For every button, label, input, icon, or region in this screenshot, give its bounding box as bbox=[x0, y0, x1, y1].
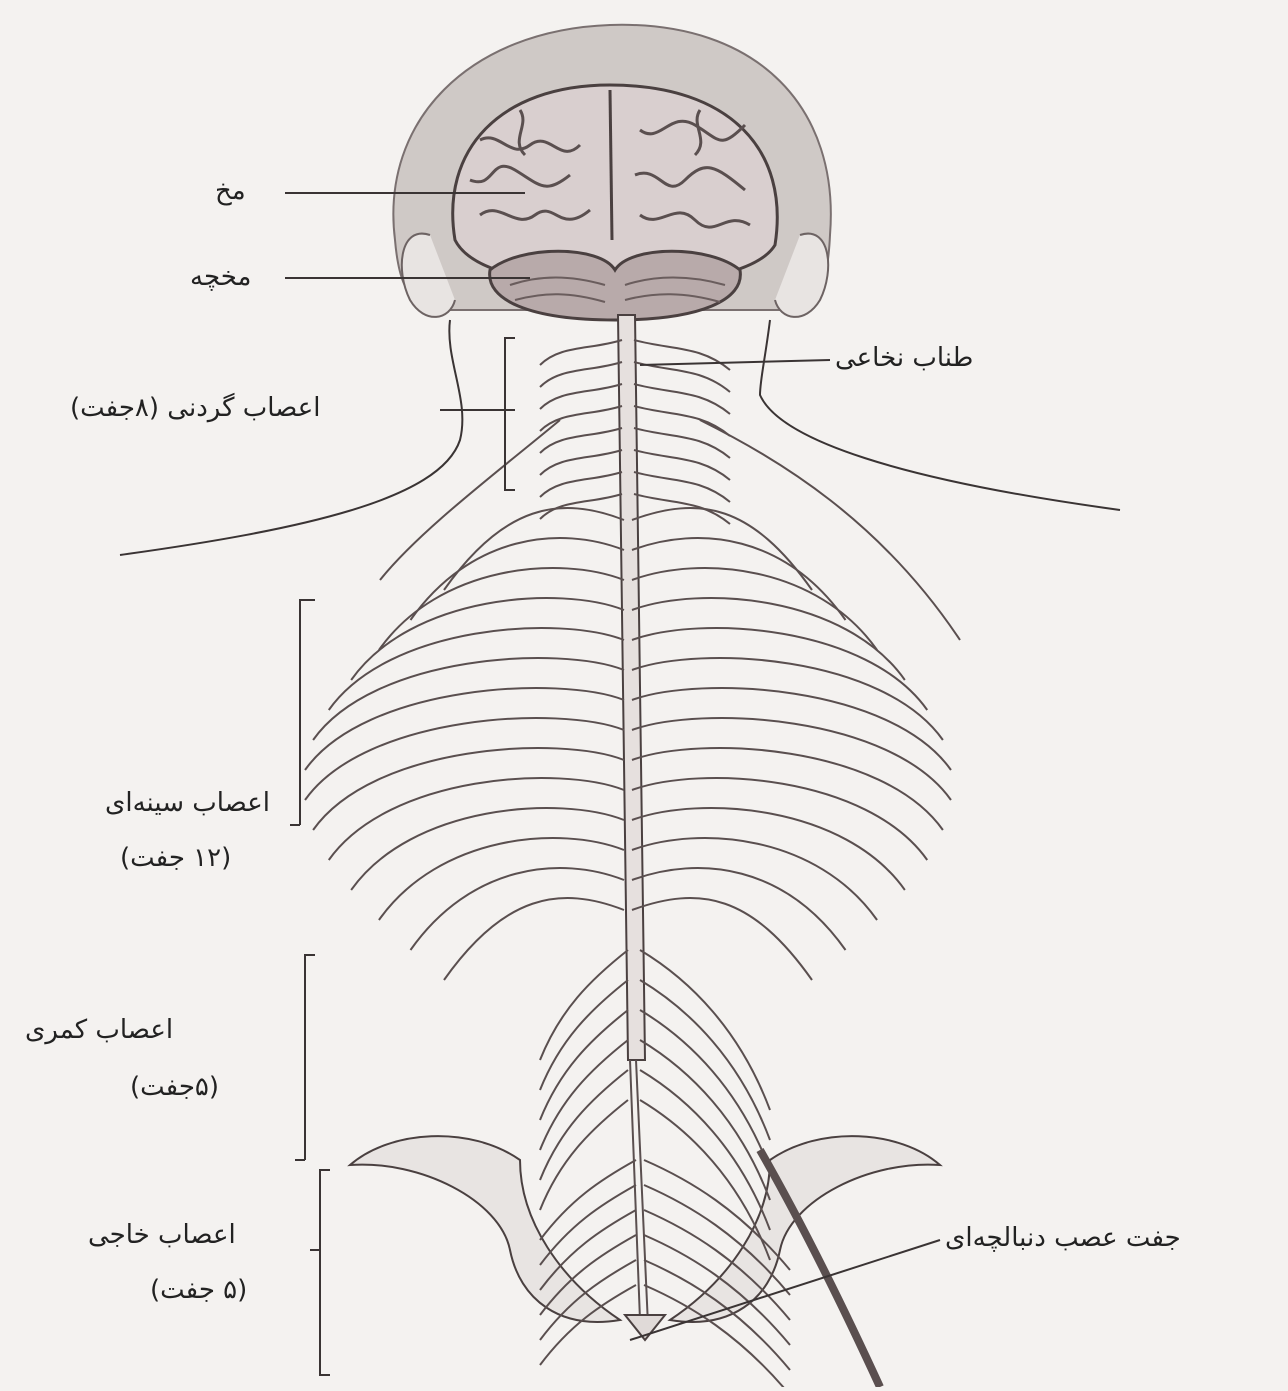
label-spinal-cord: طناب نخاعی bbox=[835, 343, 973, 374]
thoracic-nerve-left bbox=[305, 718, 624, 800]
thoracic-nerve-left bbox=[410, 538, 624, 620]
thoracic-nerve-right bbox=[632, 808, 905, 890]
brachial-nerve-left bbox=[380, 420, 560, 580]
sacral-nerve-left bbox=[540, 1160, 636, 1240]
lumbar-nerve-right bbox=[640, 950, 770, 1110]
cervical-nerve-left bbox=[540, 340, 622, 365]
thoracic-nerve-right bbox=[632, 538, 846, 620]
thoracic-nerve-right bbox=[632, 508, 812, 590]
label-cerebellum: مخچه bbox=[190, 262, 251, 293]
lumbar-nerve-left bbox=[540, 950, 628, 1060]
thoracic-nerve-right bbox=[632, 628, 927, 710]
lumbar-nerve-right bbox=[640, 1010, 770, 1170]
sacral-nerve-left bbox=[540, 1185, 636, 1265]
lumbar-nerve-right bbox=[640, 980, 770, 1140]
coccyx bbox=[625, 1315, 665, 1340]
label-cervical: اعصاب گردنی (۸جفت) bbox=[70, 393, 320, 424]
thoracic-nerve-left bbox=[305, 688, 624, 770]
lumbar-nerve-left bbox=[540, 1070, 628, 1180]
lumbar-nerve-left bbox=[540, 1010, 628, 1120]
thoracic-nerve-right bbox=[632, 598, 905, 680]
lumbar-nerve-left bbox=[540, 1040, 628, 1150]
thoracic-nerve-right bbox=[632, 718, 951, 800]
pelvis-left bbox=[350, 1136, 620, 1322]
label-sacral-2: (۵ جفت) bbox=[150, 1275, 247, 1306]
thoracic-nerve-right bbox=[632, 898, 812, 980]
cervical-nerve-left bbox=[540, 428, 622, 453]
label-lumbar-2: (۵جفت) bbox=[130, 1072, 219, 1103]
brain-midline bbox=[610, 90, 612, 240]
thoracic-nerve-left bbox=[329, 778, 624, 860]
thoracic-nerve-left bbox=[444, 898, 624, 980]
thoracic-nerve-left bbox=[351, 598, 624, 680]
label-thoracic-2: (۱۲ جفت) bbox=[120, 843, 231, 874]
thoracic-nerve-left bbox=[351, 808, 624, 890]
label-thoracic-1: اعصاب سینه‌ای bbox=[105, 788, 270, 819]
label-coccygeal: جفت عصب دنبالچه‌ای bbox=[945, 1223, 1181, 1254]
thoracic-nerve-left bbox=[329, 628, 624, 710]
thoracic-nerve-right bbox=[632, 568, 877, 650]
thoracic-nerve-left bbox=[444, 508, 624, 590]
brachial-nerve-right bbox=[700, 420, 960, 640]
thoracic-nerve-right bbox=[632, 838, 877, 920]
lumbar-nerve-right bbox=[640, 1070, 770, 1230]
body-outline-left bbox=[120, 320, 462, 555]
label-lumbar-1: اعصاب کمری bbox=[25, 1015, 173, 1046]
label-brain: مخ bbox=[215, 176, 246, 207]
cervical-nerve-left bbox=[540, 450, 622, 475]
label-sacral-1: اعصاب خاجی bbox=[88, 1220, 236, 1251]
lumbar-nerve-left bbox=[540, 980, 628, 1090]
cervical-nerve-left bbox=[540, 472, 622, 497]
lumbar-nerve-right bbox=[640, 1040, 770, 1200]
spinal-cord bbox=[618, 315, 645, 1060]
cervical-nerve-left bbox=[540, 384, 622, 409]
thoracic-nerve-right bbox=[632, 778, 927, 860]
thoracic-nerve-left bbox=[379, 568, 624, 650]
cervical-nerve-left bbox=[540, 362, 622, 387]
thoracic-nerve-left bbox=[410, 868, 624, 950]
